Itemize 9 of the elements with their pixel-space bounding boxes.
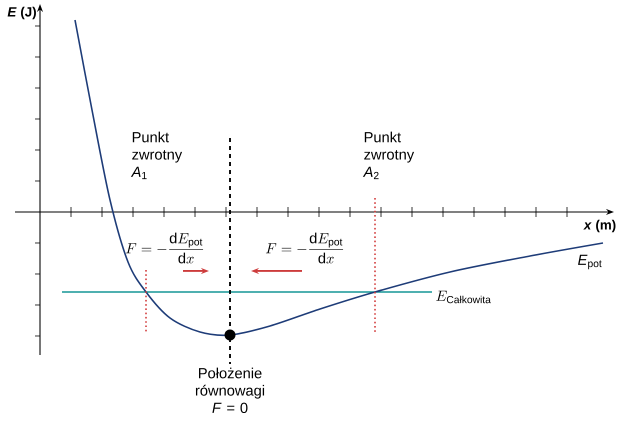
annotation: Położenie równowagi F = 0 <box>196 368 264 414</box>
annotation: Punkt zwrotny A$_{2}$ <box>362 132 414 180</box>
formula: $F = -\frac{\mathrm{d}E_{\mathrm{pot}}}{\mathrm{d}x}$ <box>266 232 344 264</box>
annotation: Punkt zwrotny A$_{1}$ <box>130 132 182 180</box>
formula: $F = -\frac{\mathrm{d}E_{\mathrm{pot}}}{\mathrm{d}x}$ <box>126 232 204 264</box>
axis-label: E (J) <box>8 6 36 20</box>
line-label: $E_{\text{Całkowita}}$ <box>436 290 491 304</box>
axis-label: x (m) <box>583 220 616 232</box>
curve-label: E$_{pot}$ <box>578 254 602 270</box>
